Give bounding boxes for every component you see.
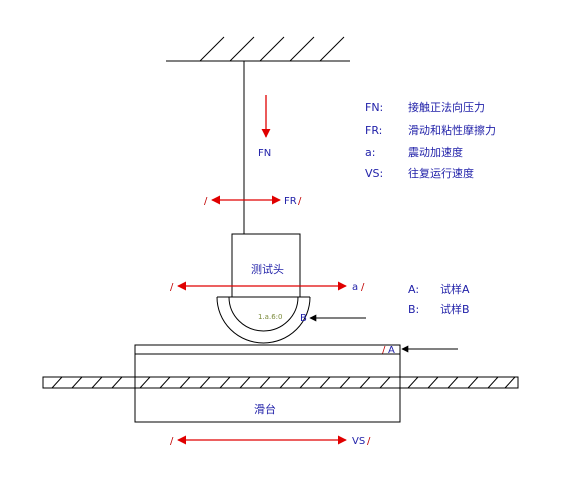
guide-rail bbox=[42, 376, 519, 389]
sample-a-slash: / bbox=[382, 345, 386, 356]
sample-a-plate bbox=[134, 344, 401, 355]
svg-text:/: / bbox=[367, 436, 371, 447]
svg-text:震动加速度: 震动加速度 bbox=[408, 145, 463, 159]
velocity-arrow: / VS / bbox=[170, 435, 371, 447]
svg-text:FR:: FR: bbox=[365, 124, 382, 137]
svg-text:/: / bbox=[361, 282, 365, 293]
sample-b-label: B bbox=[300, 313, 307, 324]
fn-label: FN bbox=[258, 148, 271, 159]
sample-a-label: A bbox=[388, 345, 395, 356]
svg-text:/: / bbox=[298, 196, 302, 207]
sample-legend: A: 试样A B: 试样B bbox=[408, 282, 470, 316]
svg-text:滑动和粘性摩擦力: 滑动和粘性摩擦力 bbox=[408, 123, 496, 137]
acceleration-arrow: / a / bbox=[170, 281, 365, 293]
svg-text:A:: A: bbox=[408, 283, 419, 296]
legend: FN: 接触正法向压力 FR: 滑动和粘性摩擦力 a: 震动加速度 VS: 往复… bbox=[365, 100, 496, 180]
svg-text:a: a bbox=[352, 282, 358, 293]
svg-text:FR: FR bbox=[284, 196, 297, 207]
svg-text:a:: a: bbox=[365, 146, 375, 159]
svg-text:往复运行速度: 往复运行速度 bbox=[408, 166, 474, 180]
svg-text:B:: B: bbox=[408, 303, 419, 316]
ball-note: 1.a.6:0 bbox=[258, 313, 282, 321]
slide-label: 滑台 bbox=[254, 402, 276, 416]
fr-force-arrow: / FR / bbox=[204, 195, 302, 207]
svg-text:试样B: 试样B bbox=[440, 302, 470, 316]
svg-text:接触正法向压力: 接触正法向压力 bbox=[408, 100, 485, 114]
svg-text:/: / bbox=[170, 282, 174, 293]
fixed-support bbox=[166, 36, 350, 62]
svg-text:试样A: 试样A bbox=[440, 282, 470, 296]
svg-text:VS: VS bbox=[352, 436, 365, 447]
svg-text:VS:: VS: bbox=[365, 167, 383, 180]
probe-label: 测试头 bbox=[251, 263, 284, 276]
svg-text:FN:: FN: bbox=[365, 101, 383, 114]
svg-text:/: / bbox=[170, 436, 174, 447]
sample-b-hemisphere bbox=[216, 296, 311, 344]
svg-text:/: / bbox=[204, 196, 208, 207]
